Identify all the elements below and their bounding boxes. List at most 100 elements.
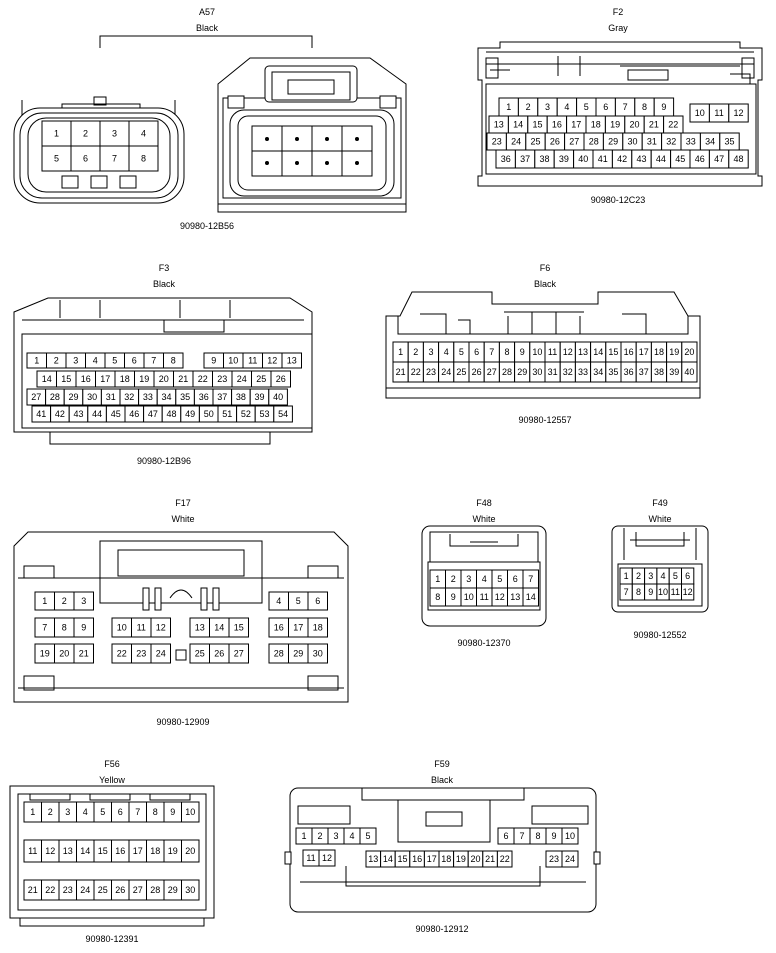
pin-number: 8 — [62, 623, 67, 633]
pin-number: 34 — [705, 137, 715, 147]
pin-number: 1 — [30, 807, 35, 817]
f49-color: White — [648, 514, 671, 524]
pin-number: 2 — [62, 596, 67, 606]
pin-cell — [561, 827, 579, 845]
pin-number: 13 — [494, 120, 504, 130]
pin-number: 11 — [248, 356, 257, 366]
pin-number: 2 — [413, 347, 418, 357]
f2-color: Gray — [608, 23, 628, 33]
pin-cell — [522, 587, 539, 607]
pin-number: 21 — [649, 120, 659, 130]
pin-number: 8 — [636, 587, 641, 597]
pin-number: 22 — [500, 854, 510, 864]
pin-number: 47 — [714, 154, 724, 164]
pin-number: 30 — [87, 392, 97, 402]
pin-number: 26 — [276, 374, 286, 384]
pin-number: 39 — [669, 367, 679, 377]
pin-number: 7 — [519, 831, 524, 841]
a57-rear-view — [217, 57, 407, 213]
pin-number: 41 — [598, 154, 608, 164]
f6-code: F6 — [540, 263, 551, 273]
pin-number: 20 — [185, 846, 195, 856]
pin-number: 30 — [313, 649, 323, 659]
pin-number: 12 — [267, 356, 277, 366]
f59-color: Black — [431, 775, 454, 785]
pin-number: 5 — [54, 154, 59, 164]
pin-number: 13 — [195, 623, 205, 633]
pin-cell — [181, 839, 200, 863]
pin-number: 36 — [501, 154, 511, 164]
pin-number: 5 — [584, 102, 589, 112]
pin-number: 15 — [234, 623, 244, 633]
pin-cell — [163, 352, 184, 369]
pin-cell — [73, 591, 94, 611]
pin-number: 32 — [124, 392, 134, 402]
pin-number: 16 — [412, 854, 422, 864]
pin-number: 4 — [93, 356, 98, 366]
pin-number: 29 — [68, 392, 78, 402]
pin-number: 9 — [81, 623, 86, 633]
pin-number: 5 — [497, 574, 502, 584]
f3-code: F3 — [159, 263, 170, 273]
latch-peg — [284, 851, 292, 865]
pin-number: 5 — [365, 831, 370, 841]
pin-number: 47 — [148, 409, 158, 419]
pin-cell — [41, 145, 72, 172]
pin-number: 9 — [211, 356, 216, 366]
pin-number: 22 — [411, 367, 421, 377]
pin-number: 21 — [396, 367, 406, 377]
pin-number: 20 — [59, 649, 69, 659]
pin-number: 29 — [517, 367, 527, 377]
pin-number: 14 — [42, 374, 52, 384]
pin-number: 9 — [451, 592, 456, 602]
pin-number: 6 — [132, 356, 137, 366]
pin-number: 12 — [45, 846, 55, 856]
pin-number: 19 — [40, 649, 50, 659]
pin-number: 11 — [137, 623, 146, 633]
pin-number: 11 — [306, 853, 315, 863]
latch-peg — [593, 851, 601, 865]
pin-number: 2 — [451, 574, 456, 584]
pin-number: 41 — [36, 409, 46, 419]
pin-number: 17 — [133, 846, 143, 856]
pin-number: 18 — [313, 623, 323, 633]
pin-number: 10 — [532, 347, 542, 357]
pin-number: 13 — [510, 592, 520, 602]
pin-number: 18 — [120, 374, 130, 384]
pin-number: 20 — [470, 854, 480, 864]
pin-number: 42 — [55, 409, 65, 419]
pin-cell — [496, 850, 513, 868]
pin-cell — [99, 145, 130, 172]
pin-number: 8 — [171, 356, 176, 366]
pin-number: 51 — [222, 409, 232, 419]
pin-number: 27 — [133, 885, 143, 895]
pin-number: 23 — [136, 649, 146, 659]
pin-number: 24 — [80, 885, 90, 895]
pin-number: 16 — [624, 347, 634, 357]
pin-number: 4 — [564, 102, 569, 112]
f17-color: White — [171, 514, 194, 524]
pin-number: 5 — [296, 596, 301, 606]
pin-number: 2 — [54, 356, 59, 366]
pin-number: 17 — [293, 623, 303, 633]
pin-number: 7 — [151, 356, 156, 366]
pin-number: 34 — [161, 392, 171, 402]
pin-number: 27 — [487, 367, 497, 377]
pin-number: 13 — [578, 347, 588, 357]
pin-number: 26 — [472, 367, 482, 377]
pin-number: 10 — [117, 623, 127, 633]
pin-number: 10 — [658, 587, 668, 597]
pin-number: 31 — [106, 392, 116, 402]
pin-number: 16 — [274, 623, 284, 633]
f17-code: F17 — [175, 498, 191, 508]
pin-number: 17 — [100, 374, 110, 384]
pin-number: 7 — [528, 574, 533, 584]
pin-cell — [561, 850, 579, 868]
pin-number: 33 — [686, 137, 696, 147]
f3-color: Black — [153, 279, 176, 289]
